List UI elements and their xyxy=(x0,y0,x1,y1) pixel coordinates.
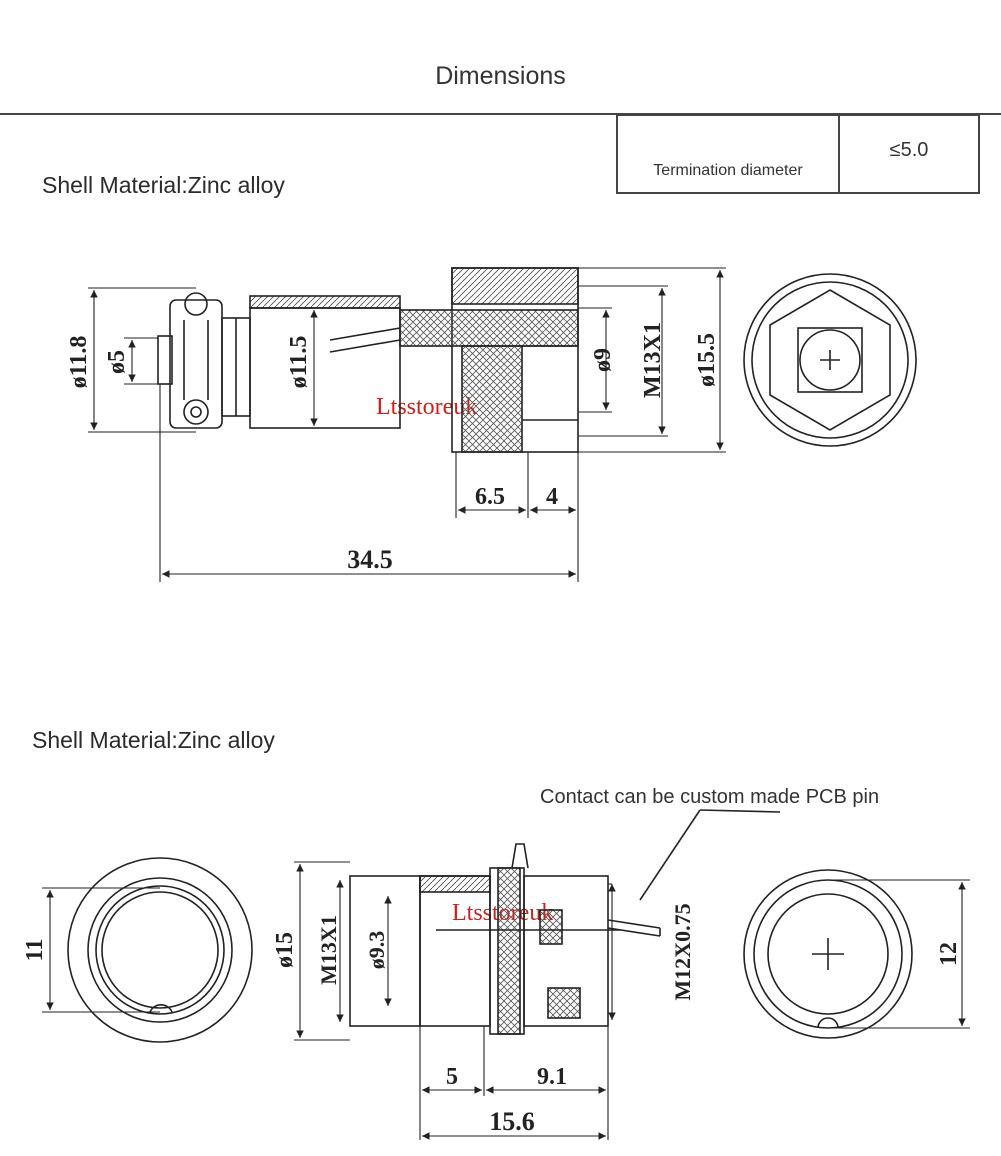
dim-11: 11 xyxy=(22,939,48,962)
plug-end-view xyxy=(743,273,917,447)
dim-len-9-1: 9.1 xyxy=(537,1064,567,1090)
dim-len-34-5: 34.5 xyxy=(347,545,393,574)
dim-len-6-5: 6.5 xyxy=(475,484,505,510)
plug-dimension-labels: ø11.8 ø5 ø11.5 ø9 M13X1 ø15.5 6.5 4 34.5 xyxy=(66,322,720,574)
dim-d11-5: ø11.5 xyxy=(286,336,312,389)
watermark-plug: Ltsstoreuk xyxy=(376,394,478,420)
spec-label: Termination diameter xyxy=(618,116,840,192)
plug-side-view xyxy=(157,267,579,453)
socket-side-view xyxy=(349,809,781,1035)
dim-len-15-6: 15.6 xyxy=(489,1107,535,1136)
socket-dimension-labels: 11 ø15 M13X1 ø9.3 M12X0.75 12 5 9.1 15.6 xyxy=(22,903,962,1136)
socket-shell-material: Shell Material:Zinc alloy xyxy=(32,727,275,753)
socket-front-view xyxy=(67,857,253,1043)
spec-value: ≤5.0 xyxy=(889,138,929,161)
dim-plug-thread: M13X1 xyxy=(640,322,666,398)
dim-len-5: 5 xyxy=(446,1064,458,1090)
plug-dimension-lines xyxy=(88,267,726,582)
socket-front-dims xyxy=(42,887,160,1013)
dim-d11-8: ø11.8 xyxy=(66,336,92,389)
socket-side-dims xyxy=(294,861,616,1140)
dim-len-4: 4 xyxy=(546,484,558,510)
socket-rear-view xyxy=(743,869,913,1039)
dim-d15-5: ø15.5 xyxy=(694,333,720,387)
dim-d15: ø15 xyxy=(272,932,298,968)
dim-d9-3: ø9.3 xyxy=(364,931,389,970)
dim-12: 12 xyxy=(936,942,962,966)
socket-rear-dims xyxy=(828,879,970,1029)
dim-socket-thread: M13X1 xyxy=(316,915,341,985)
dim-socket-thread-2: M12X0.75 xyxy=(670,903,695,1000)
page-title: Dimensions xyxy=(435,62,566,90)
dim-d5: ø5 xyxy=(104,350,130,374)
plug-shell-material: Shell Material:Zinc alloy xyxy=(42,172,285,198)
pcb-pin-note: Contact can be custom made PCB pin xyxy=(540,786,880,808)
dim-d9: ø9 xyxy=(590,348,616,372)
